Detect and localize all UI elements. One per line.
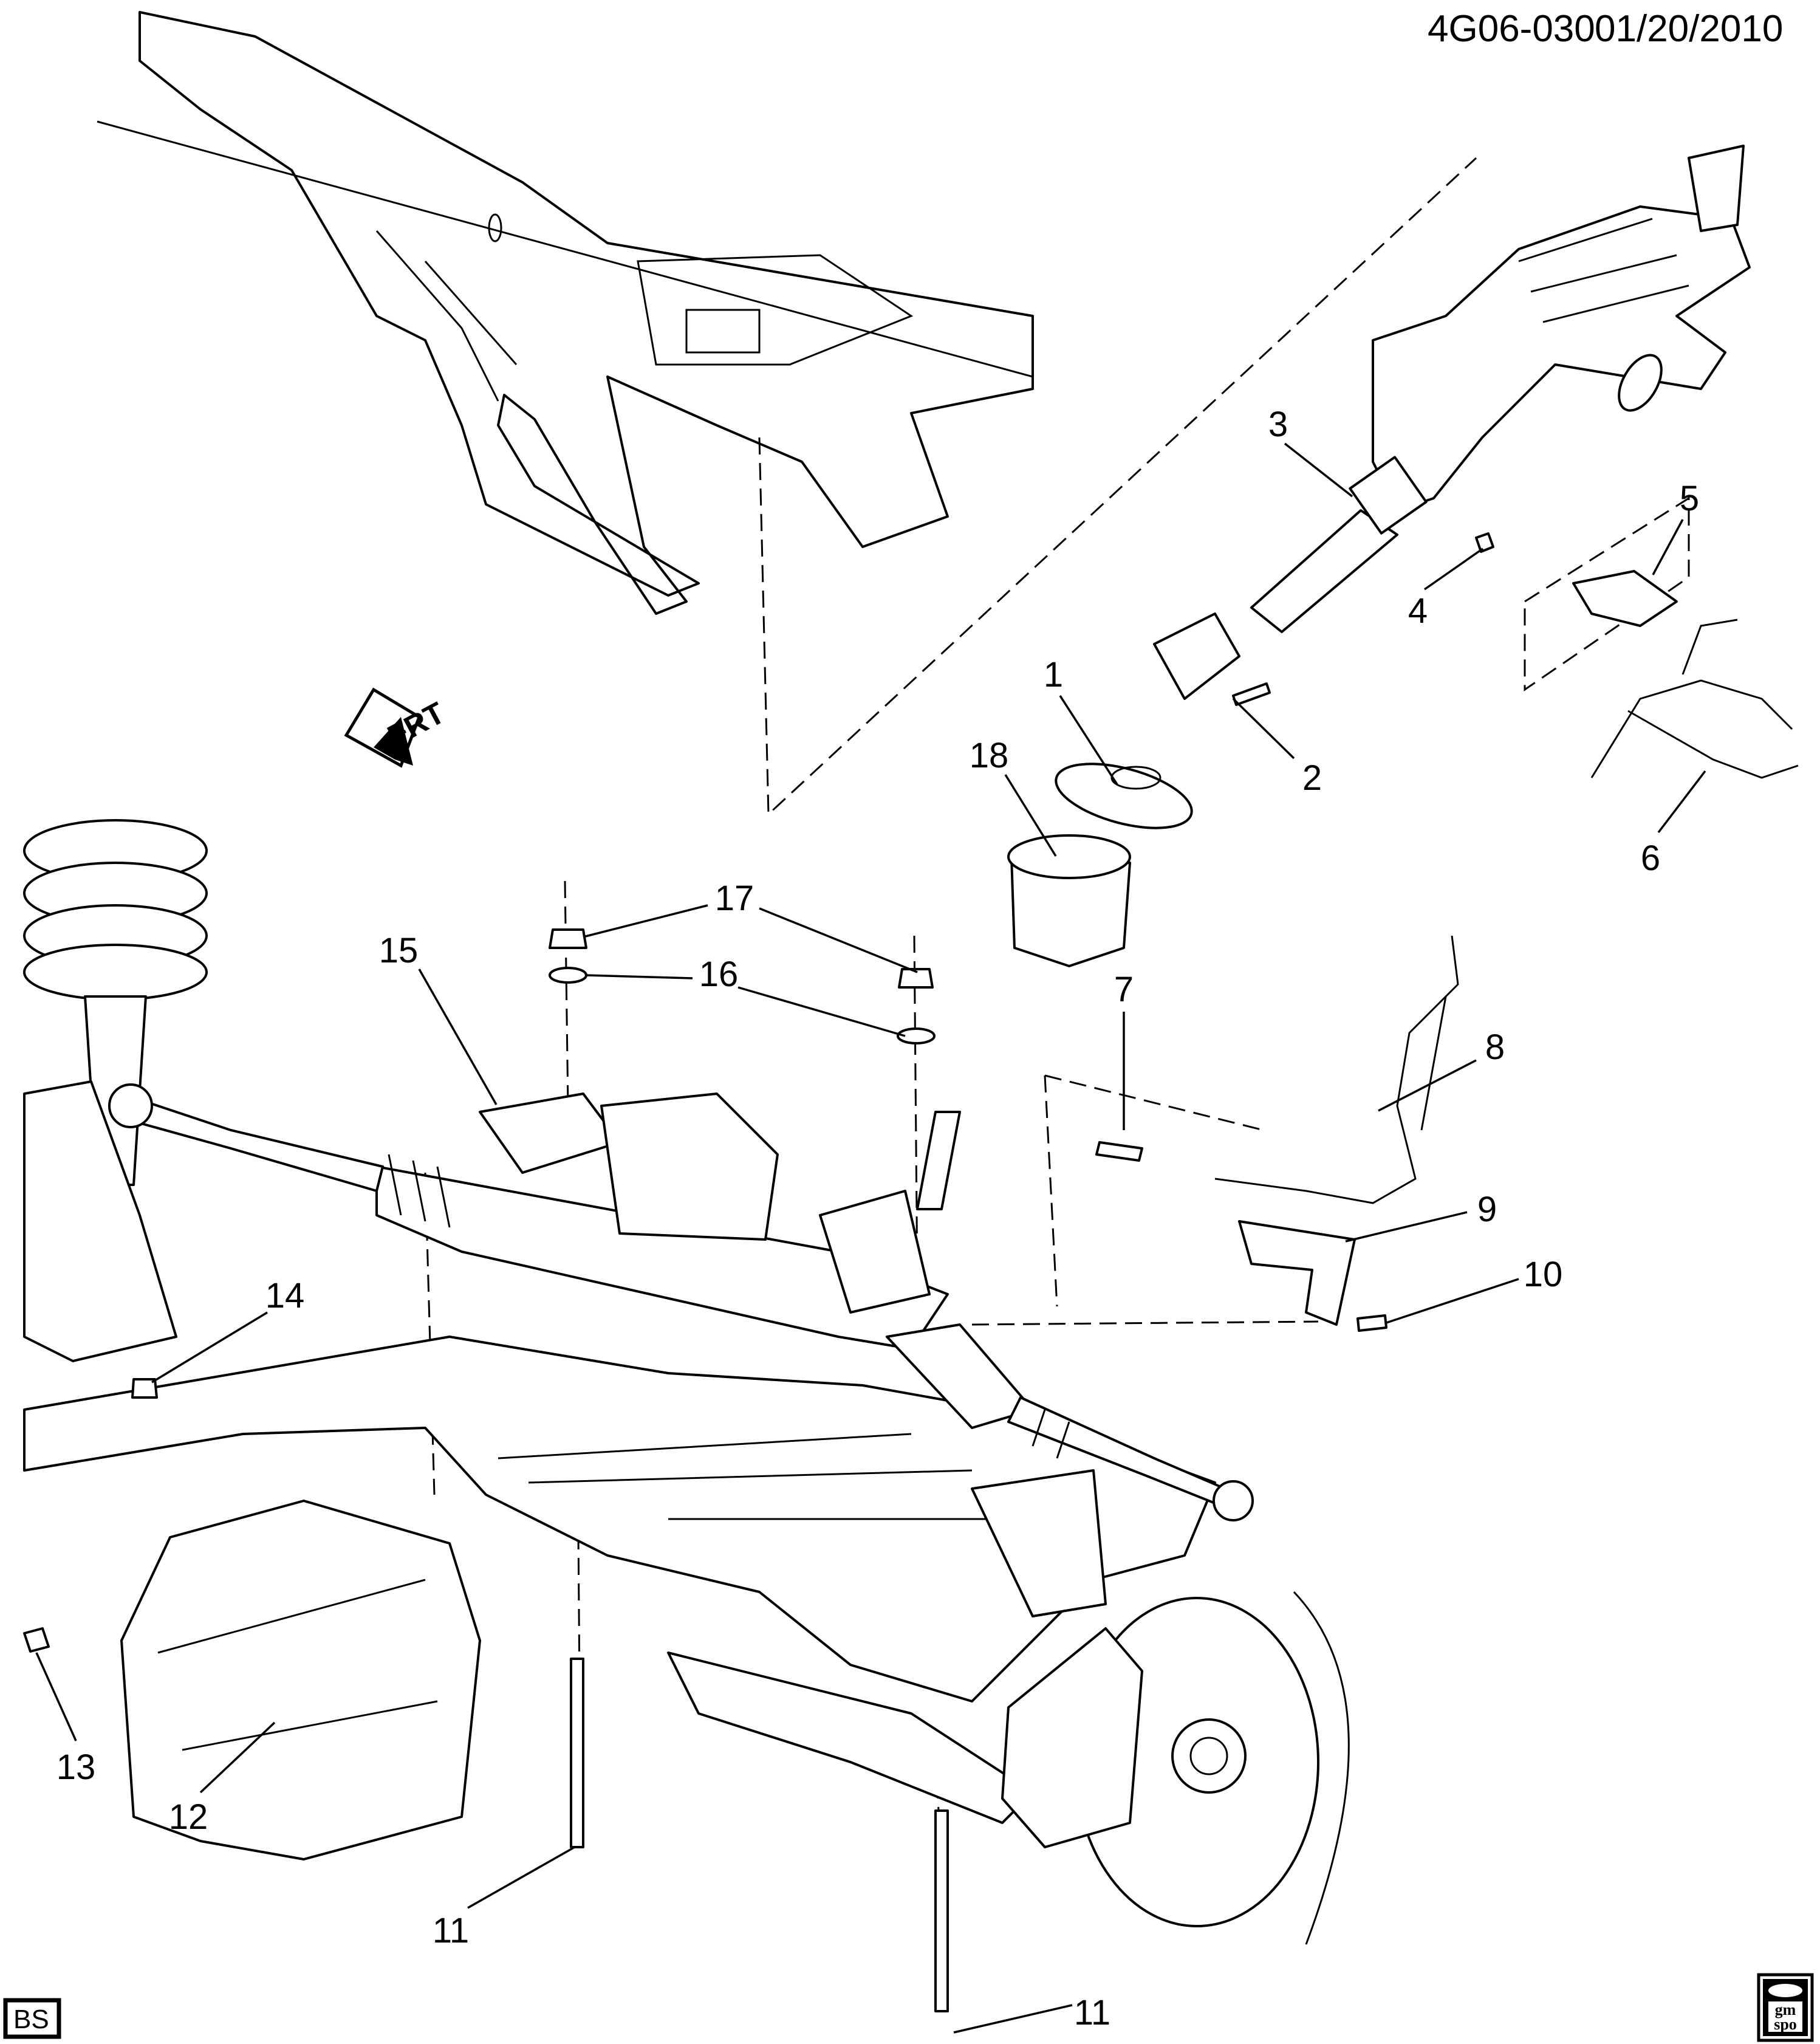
assembly-line [1524, 496, 1690, 691]
callout-18: 18 [970, 736, 1009, 775]
callout-8: 8 [1485, 1027, 1505, 1067]
part-5-clip [1572, 570, 1678, 627]
part-14-nut [131, 1378, 158, 1399]
brake-assembly [971, 1469, 1350, 1945]
assembly-line [424, 880, 940, 1811]
callout-12: 12 [169, 1797, 208, 1837]
part-15-steering-gear [108, 1083, 1254, 1521]
diagram-date: 01/20/2010 [1595, 8, 1783, 50]
svg-text:spo: spo [1774, 2015, 1797, 2033]
part-16-washer [549, 967, 587, 984]
callout-3: 3 [1268, 405, 1288, 444]
callout-10: 10 [1524, 1255, 1563, 1294]
instrument-panel-beam [97, 11, 1034, 615]
front-arrow-icon: FRT [344, 687, 450, 768]
part-17-nut [549, 928, 587, 949]
svg-text:gm: gm [1775, 2001, 1796, 2018]
part-10-bolt [1356, 1314, 1387, 1332]
part-6-wiring-harness [1590, 619, 1799, 779]
part-12-shield [120, 1500, 481, 1861]
callout-1: 1 [1044, 655, 1063, 694]
callout-15: 15 [379, 931, 419, 970]
part-7-bolt [1095, 1141, 1143, 1162]
front-cradle [23, 1336, 1216, 1824]
part-17-nut [898, 968, 934, 989]
part-13-bolt [23, 1627, 50, 1653]
part-11-bolt [570, 1658, 584, 1848]
callout-6: 6 [1641, 839, 1660, 878]
callout-4: 4 [1408, 591, 1428, 631]
section-code-box: BS [3, 1998, 61, 2039]
callout-13: 13 [56, 1747, 96, 1787]
callout-11: 11 [433, 1911, 469, 1950]
callout-9: 9 [1477, 1190, 1497, 1229]
steering-column [1153, 145, 1751, 700]
callout-17: 17 [715, 879, 754, 918]
callout-7: 7 [1114, 970, 1134, 1009]
part-1-seal [1055, 763, 1193, 829]
part-8-pipe [1214, 935, 1459, 1204]
part-11-bolt [934, 1809, 949, 2012]
part-2-bolt [1232, 682, 1271, 706]
leader-lines [35, 442, 1706, 2034]
callout-11: 11 [1074, 1993, 1110, 2032]
callout-16: 16 [699, 955, 739, 994]
callout-5: 5 [1680, 479, 1699, 518]
part-9-bracket [1238, 1220, 1356, 1326]
assembly-line [971, 1074, 1319, 1326]
diagram-code: 4G06-030 [1428, 8, 1595, 50]
callout-14: 14 [265, 1276, 305, 1315]
callout-2: 2 [1302, 758, 1322, 798]
part-4-nut [1475, 532, 1494, 553]
section-code: BS [13, 2005, 49, 2034]
part-16-washer [897, 1027, 936, 1044]
gm-spo-logo: gm spo [1757, 1973, 1814, 2042]
